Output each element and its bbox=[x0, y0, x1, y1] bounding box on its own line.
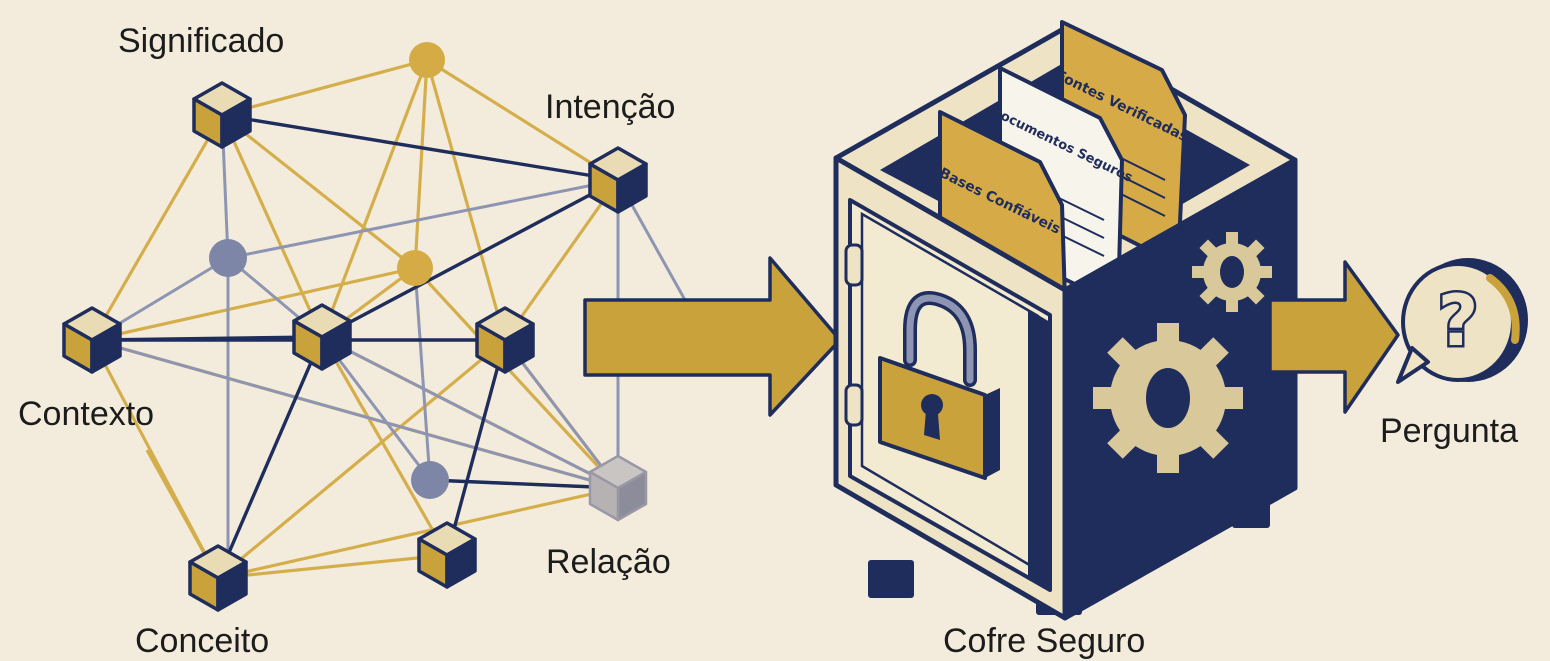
graph-node-gold-top bbox=[409, 42, 445, 78]
graph-node-slate-left bbox=[209, 239, 247, 277]
graph-edges-navy bbox=[91, 113, 619, 579]
label-significado: Significado bbox=[118, 22, 285, 60]
cube-node-significado bbox=[192, 81, 252, 149]
cube-node-right bbox=[475, 306, 535, 374]
cube-node-contexto bbox=[62, 306, 122, 374]
label-contexto: Contexto bbox=[18, 395, 155, 433]
gear-small-icon bbox=[1192, 232, 1272, 312]
gear-large-icon bbox=[1093, 323, 1243, 473]
arrow-to-safe-icon bbox=[583, 256, 842, 417]
label-intencao: Intenção bbox=[545, 88, 676, 126]
padlock-icon bbox=[878, 291, 1000, 480]
cube-node-relacao bbox=[588, 454, 648, 522]
cube-node-center bbox=[292, 303, 352, 371]
graph-node-slate-low bbox=[411, 461, 449, 499]
cube-node-bottom bbox=[417, 521, 477, 589]
question-bubble-icon: ? bbox=[1396, 258, 1528, 384]
question-mark-text: ? bbox=[1438, 280, 1479, 362]
cube-node-conceito bbox=[188, 544, 248, 612]
label-pergunta: Pergunta bbox=[1380, 412, 1518, 450]
graph-node-gold-mid bbox=[397, 250, 433, 286]
cube-node-intencao bbox=[588, 146, 648, 214]
label-conceito: Conceito bbox=[135, 622, 270, 660]
safe-icon: Fontes Verificadas Documentos Seguros Ba… bbox=[833, 20, 1298, 621]
label-relacao: Relação bbox=[546, 543, 671, 581]
arrow-to-question-icon bbox=[1268, 260, 1400, 414]
label-cofre-seguro: Cofre Seguro bbox=[943, 622, 1146, 660]
